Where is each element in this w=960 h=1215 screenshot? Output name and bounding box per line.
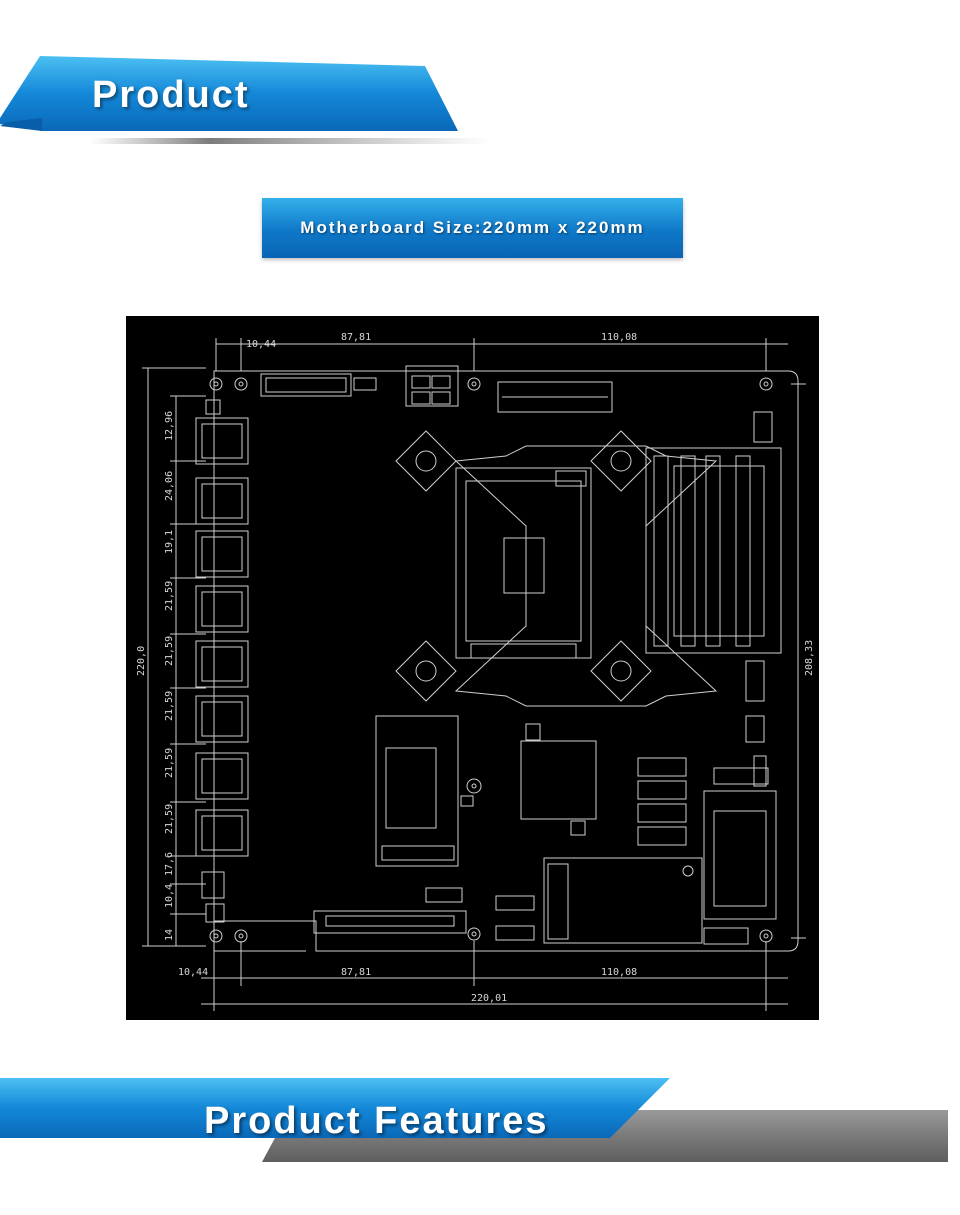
dim-left-stack-item: 21,59 xyxy=(164,691,175,721)
io-ports xyxy=(195,399,249,923)
dim-left-stack-item: 21,59 xyxy=(164,804,175,834)
product-banner: Product xyxy=(0,56,500,151)
dim-left-stack-item: 19,1 xyxy=(164,530,175,554)
dim-left-stack-item: 21,59 xyxy=(164,636,175,666)
dim-bottom-right: 110,08 xyxy=(601,967,637,978)
board-outline xyxy=(213,370,799,952)
dim-right-height: 208,33 xyxy=(804,640,815,676)
dim-top-left: 10,44 xyxy=(246,339,276,350)
dim-top-mid: 87,81 xyxy=(341,332,371,343)
size-badge-text: Motherboard Size:220mm x 220mm xyxy=(300,218,645,237)
dim-left-stack-item: 24,06 xyxy=(164,471,175,501)
mounting-holes xyxy=(209,377,773,943)
product-features-title: Product Features xyxy=(204,1100,549,1142)
motherboard-drawing: 10,44 87,81 110,08 10,44 87,81 110,08 22… xyxy=(126,316,819,1020)
dim-left-stack: 12,96 24,06 19,1 21,59 21,59 21,59 21,59… xyxy=(164,411,175,941)
dim-left-stack-item: 21,59 xyxy=(164,748,175,778)
dim-left-stack-item: 17,6 xyxy=(164,852,175,876)
dim-bottom-mid: 87,81 xyxy=(341,967,371,978)
dim-top-right: 110,08 xyxy=(601,332,637,343)
product-features-banner: Product Features xyxy=(0,1070,960,1170)
dim-left-stack-item: 14 xyxy=(164,929,175,941)
product-title: Product xyxy=(92,74,250,116)
memory-slots xyxy=(645,447,782,654)
dim-left-stack-item: 21,59 xyxy=(164,581,175,611)
dim-left-stack-item: 12,96 xyxy=(164,411,175,441)
dim-left-stack-item: 10,4 xyxy=(164,884,175,908)
dim-total-width: 220,01 xyxy=(471,993,507,1004)
cpu-socket xyxy=(395,430,718,707)
size-badge: Motherboard Size:220mm x 220mm xyxy=(262,198,683,258)
dim-total-height: 220,0 xyxy=(136,646,147,676)
dim-bottom-left: 10,44 xyxy=(178,967,208,978)
